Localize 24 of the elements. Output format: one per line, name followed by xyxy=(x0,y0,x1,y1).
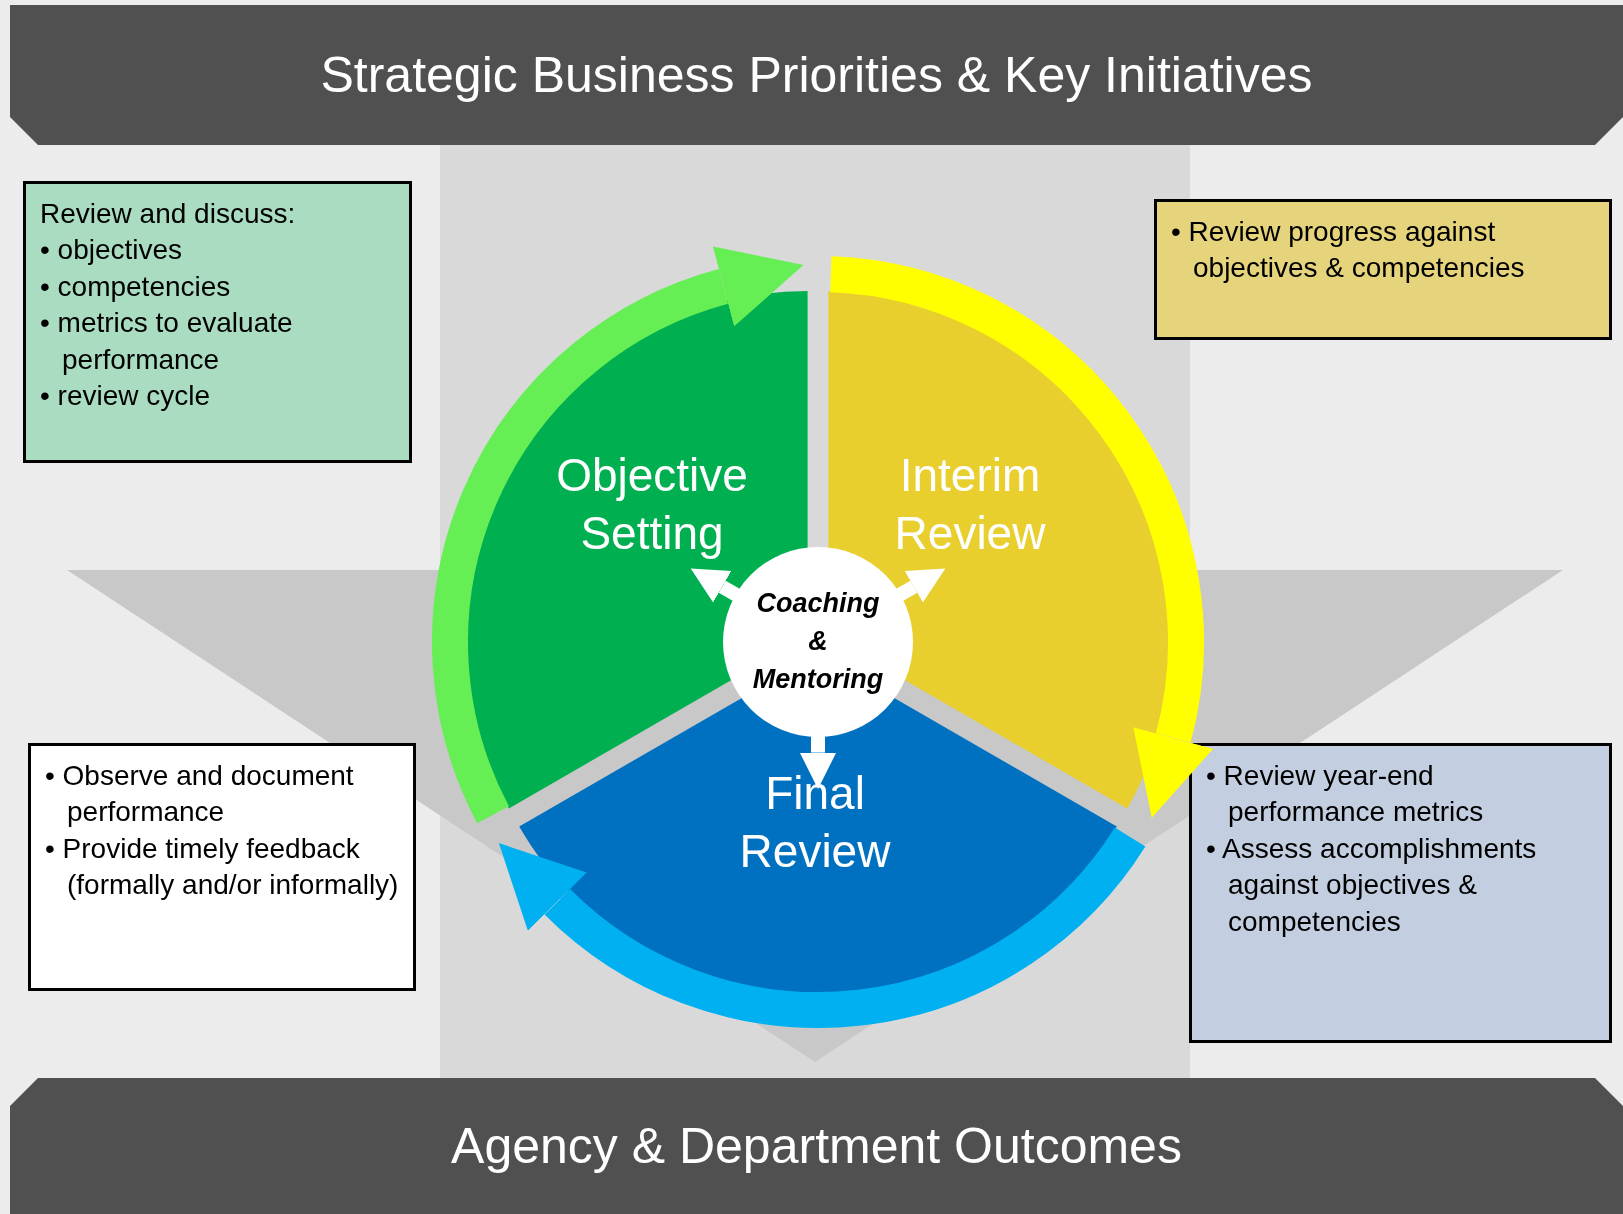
list-item: • objectives xyxy=(40,233,184,268)
sector-label: Final Review xyxy=(738,766,892,879)
list-item: • Assess accomplishments against objectives & competencies xyxy=(1206,831,1538,939)
heading-band xyxy=(10,5,1623,145)
sector-label: Objective Setting xyxy=(555,448,749,561)
list-item: • Provide timely feedback (formally and/or informally) xyxy=(45,831,399,903)
note-box xyxy=(28,743,416,991)
hub-label: Coaching & Mentoring xyxy=(751,587,885,696)
note-box xyxy=(1189,743,1612,1043)
note-box xyxy=(1154,199,1612,340)
sector-label: Interim Review xyxy=(893,448,1047,561)
list-item: • Review year-end performance metrics xyxy=(1206,759,1485,830)
cycle-arrow xyxy=(432,247,802,823)
list-item: • Review progress against objectives & competencies xyxy=(1171,215,1526,286)
list-item: • metrics to evaluate performance xyxy=(40,306,294,377)
box-heading: Review and discuss: xyxy=(40,197,297,231)
cycle-arrow xyxy=(829,256,1214,820)
list-item: • competencies xyxy=(40,269,232,304)
heading-band xyxy=(10,1078,1623,1214)
band-text: Strategic Business Priorities & Key Initiatives xyxy=(320,46,1313,104)
list-item: • Observe and document performance xyxy=(45,759,355,830)
list-item: • review cycle xyxy=(40,378,212,413)
note-box xyxy=(23,181,412,463)
band-text: Agency & Department Outcomes xyxy=(451,1117,1182,1175)
